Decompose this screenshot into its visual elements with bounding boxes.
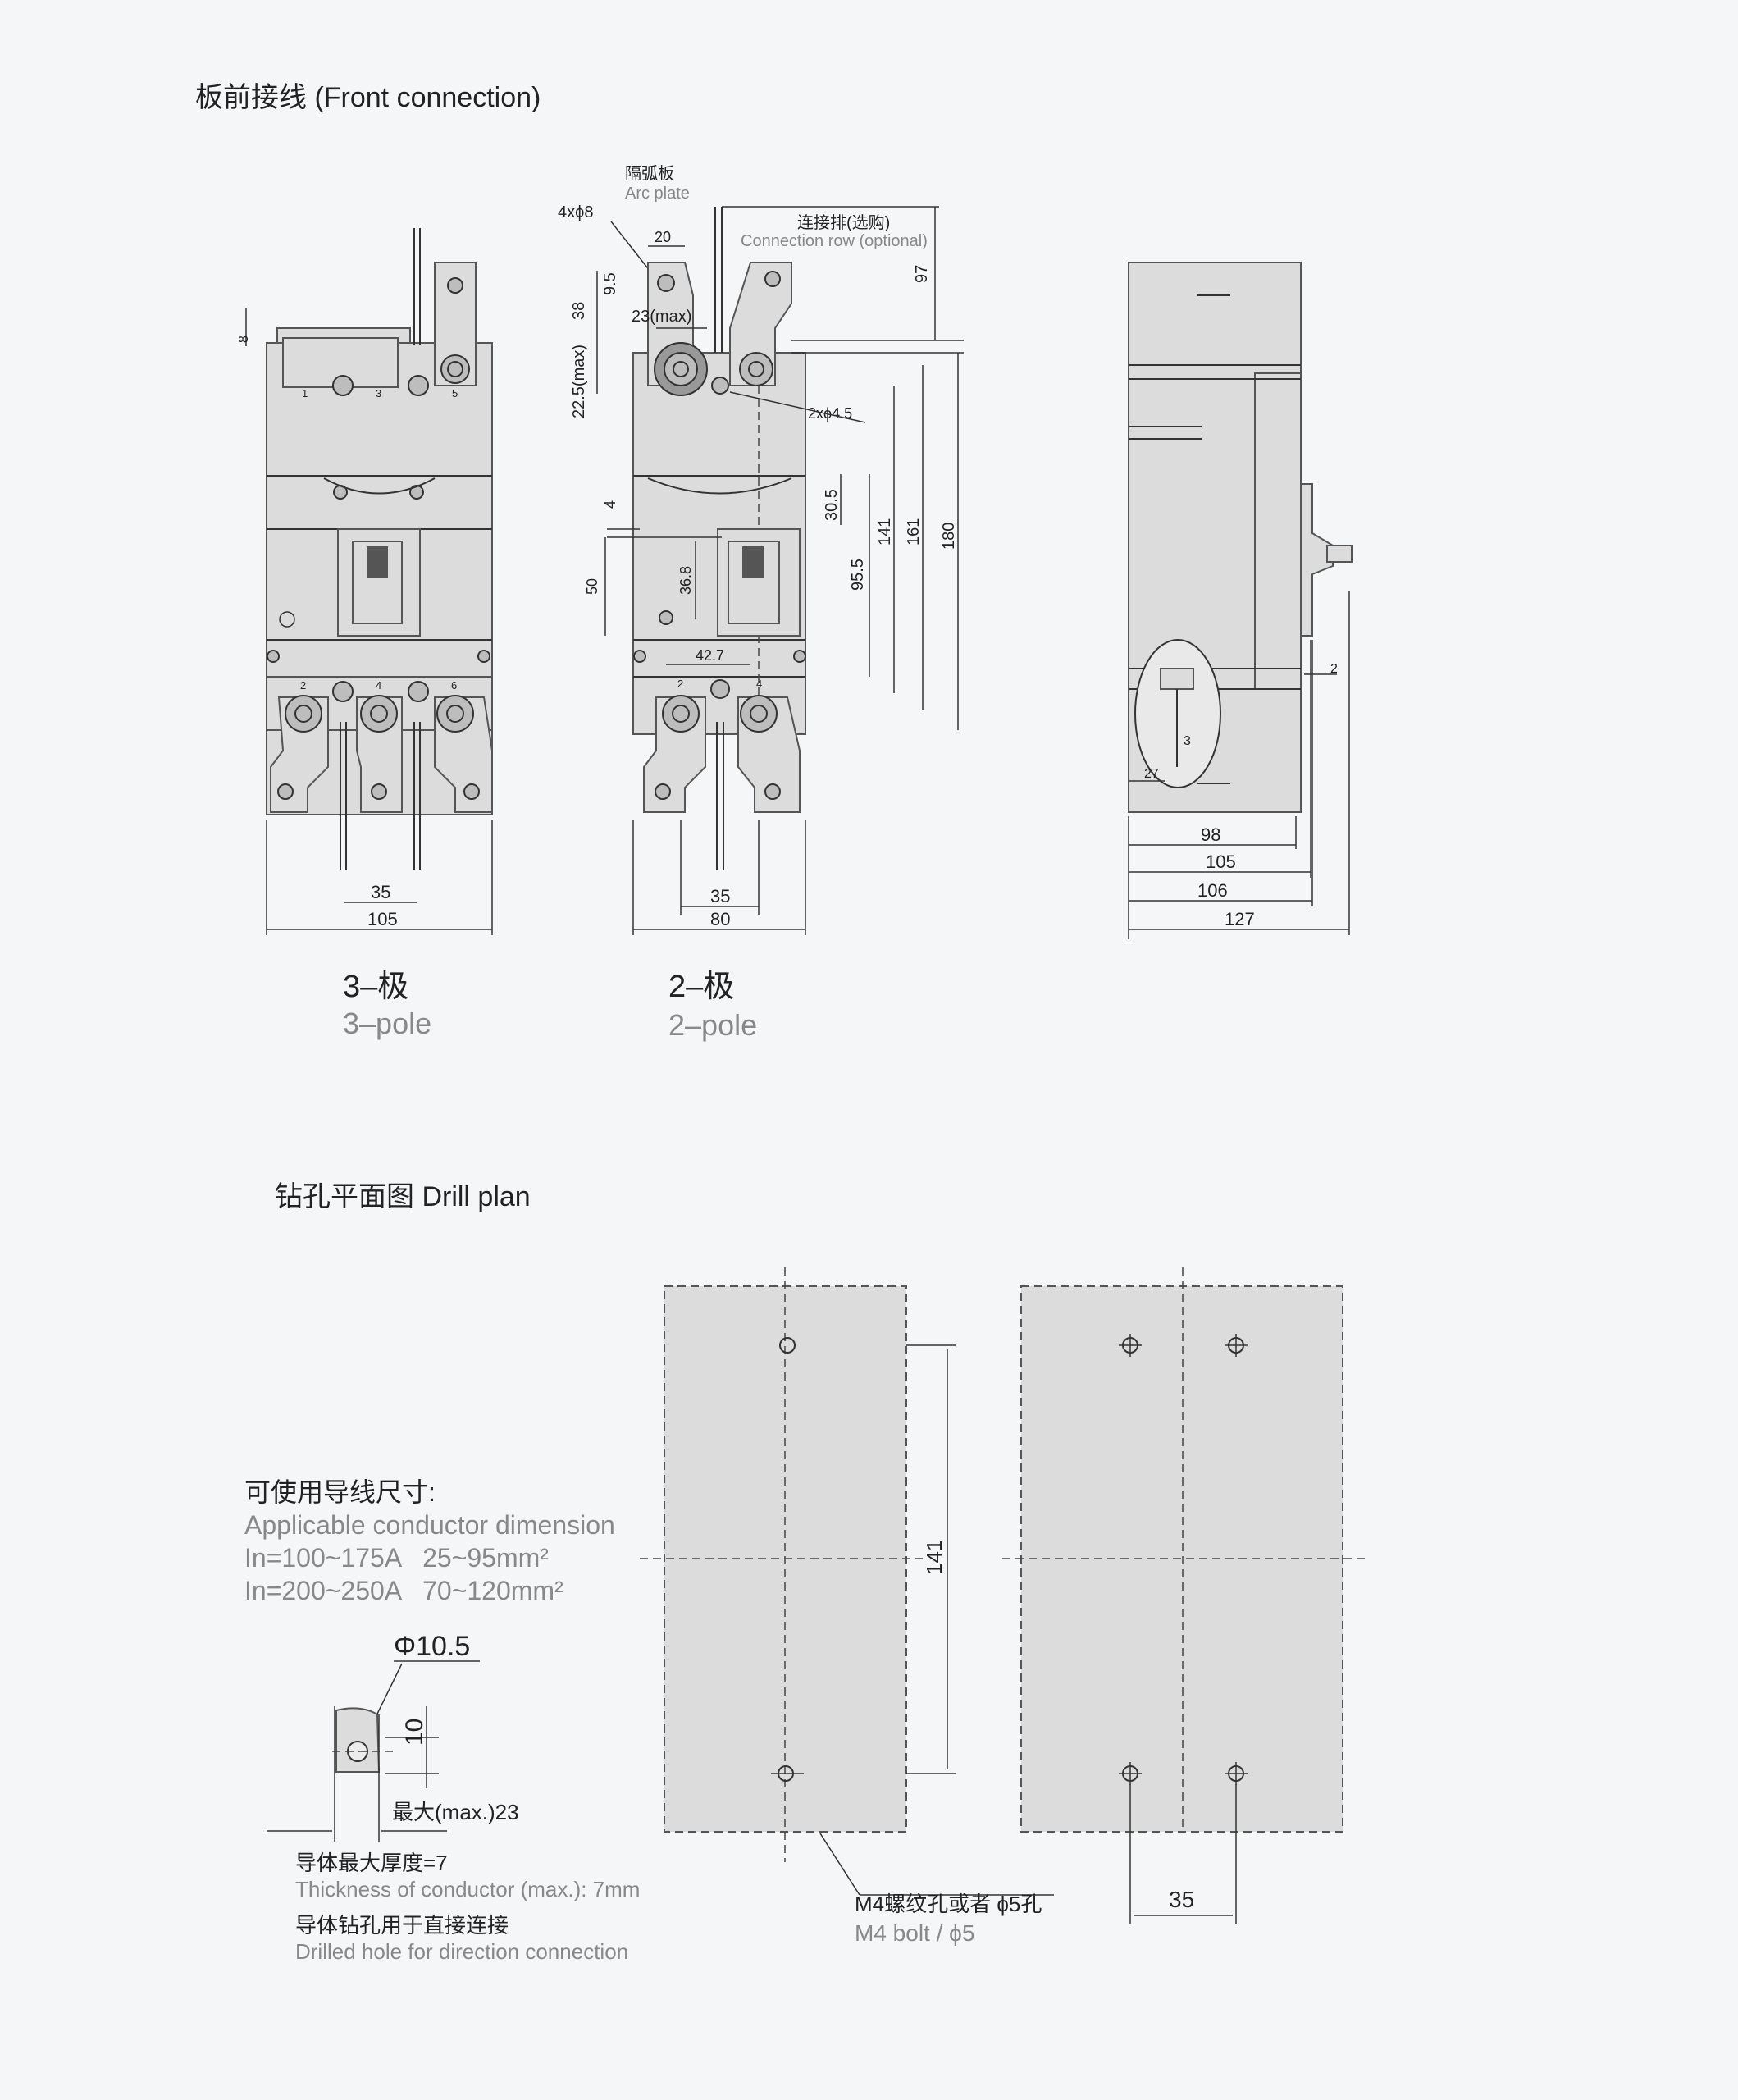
side-view: 27 3 2 98 105 106 127 — [1128, 262, 1353, 939]
dim-2p-38: 38 — [570, 302, 588, 320]
dim-2p-141: 141 — [876, 518, 894, 546]
terminal-label-2p-2: 2 — [677, 678, 683, 690]
conductor-max23: 最大(max.)23 — [392, 1800, 519, 1824]
dim-2p-20: 20 — [655, 229, 671, 245]
dim-2p-9-5: 9.5 — [601, 272, 619, 295]
conductor-title-en: Applicable conductor dimension — [244, 1510, 615, 1540]
drill-hole-r4 — [1225, 1762, 1248, 1785]
dim-side-106: 106 — [1197, 880, 1228, 901]
conductor-title-cn: 可使用导线尺寸: — [244, 1477, 436, 1507]
arc-plate-label-en: Arc plate — [625, 185, 690, 203]
two-pole-label-en: 2–pole — [668, 1008, 757, 1042]
drill-plan-title: 钻孔平面图 Drill plan — [275, 1181, 531, 1212]
dim-2p-35: 35 — [710, 886, 730, 906]
dim-2p-4: 4 — [602, 500, 618, 509]
dim-2p-30-5: 30.5 — [823, 489, 841, 521]
dim-side-3: 3 — [1184, 734, 1191, 748]
dim-2p-95-5: 95.5 — [849, 559, 867, 591]
dim-2p-42-7: 42.7 — [696, 647, 724, 664]
three-pole-label-en: 3–pole — [343, 1007, 431, 1040]
drill-hole-r3 — [1119, 1762, 1142, 1785]
dim-side-105: 105 — [1206, 851, 1236, 872]
dim-side-27: 27 — [1144, 767, 1159, 781]
drill-hole-r1 — [1119, 1334, 1142, 1357]
terminal-label-5: 5 — [452, 387, 458, 399]
drill-plan: 141 M4螺纹孔或者 ϕ5孔 M4 bolt / ϕ5 35 — [640, 1267, 1370, 1946]
drill-bolt-cn: M4螺纹孔或者 ϕ5孔 — [855, 1892, 1042, 1916]
drill-hole-top — [779, 1337, 796, 1354]
conductor-d10: 10 — [401, 1719, 428, 1746]
dim-side-127: 127 — [1225, 909, 1255, 929]
connection-row-label-cn: 连接排(选购) — [797, 213, 890, 232]
dim-3p-8: 8 — [237, 336, 251, 343]
dim-side-2: 2 — [1330, 662, 1338, 676]
terminal-label-1: 1 — [302, 387, 308, 399]
conductor-thickness-cn: 导体最大厚度=7 — [295, 1851, 448, 1875]
drill-dim-141: 141 — [922, 1540, 947, 1575]
dim-2p-180: 180 — [940, 523, 958, 550]
terminal-label-6: 6 — [451, 679, 457, 692]
conductor-thickness-en: Thickness of conductor (max.): 7mm — [295, 1877, 640, 1901]
drill-dim-35: 35 — [1169, 1887, 1194, 1912]
conductor-phi-10-5: Φ10.5 — [394, 1631, 470, 1662]
dim-2p-80: 80 — [710, 909, 730, 929]
holes-4x8-label: 4xϕ8 — [558, 203, 593, 221]
terminal-label-4: 4 — [376, 679, 381, 692]
front-connection-title: 板前接线 (Front connection) — [195, 82, 541, 113]
terminal-label-3: 3 — [376, 387, 381, 399]
three-pole-view: 1 3 5 2 4 6 — [237, 228, 493, 935]
connection-row-label-en: Connection row (optional) — [741, 232, 928, 250]
conductor-row-1: In=100~175A 25~95mm² — [244, 1543, 549, 1573]
holes-2x45-label: 2xϕ4.5 — [808, 405, 852, 422]
dim-2p-36-8: 36.8 — [677, 566, 694, 595]
dim-2p-50: 50 — [584, 578, 600, 595]
dim-side-98: 98 — [1201, 824, 1220, 845]
dim-2p-161: 161 — [905, 518, 923, 546]
three-pole-label-cn: 3–极 — [343, 970, 408, 1004]
arc-plate-label-cn: 隔弧板 — [625, 164, 674, 183]
two-pole-view: 隔弧板 Arc plate 连接排(选购) Connection row (op… — [558, 164, 964, 935]
drill-bolt-en: M4 bolt / ϕ5 — [855, 1920, 974, 1946]
conductor-hole-en: Drilled hole for direction connection — [295, 1939, 628, 1964]
dim-3p-pitch-35: 35 — [371, 882, 390, 902]
dim-2p-22-5max: 22.5(max) — [570, 345, 588, 418]
dim-2p-23max: 23(max) — [632, 308, 691, 326]
conductor-hole-cn: 导体钻孔用于直接连接 — [295, 1913, 509, 1938]
conductor-info: 可使用导线尺寸: Applicable conductor dimension … — [244, 1477, 640, 1964]
terminal-label-2p-4: 4 — [756, 678, 762, 690]
two-pole-label-cn: 2–极 — [668, 970, 734, 1004]
conductor-row-2: In=200~250A 70~120mm² — [244, 1576, 563, 1605]
drill-hole-r2 — [1225, 1334, 1248, 1357]
dim-2p-97: 97 — [913, 265, 931, 283]
dim-3p-width-105: 105 — [367, 909, 398, 929]
terminal-label-2: 2 — [300, 679, 306, 692]
